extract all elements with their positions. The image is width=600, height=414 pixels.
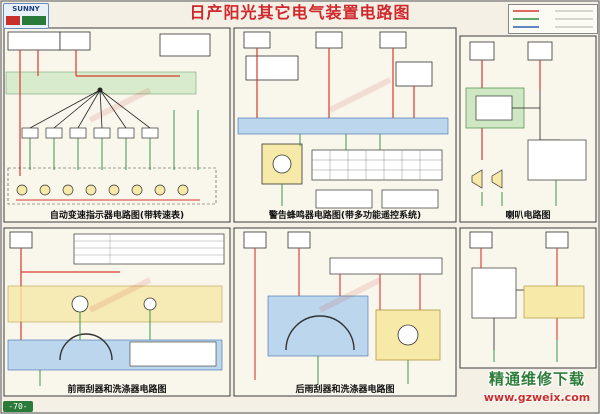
connector-pinout <box>311 149 443 181</box>
wire-legend <box>508 4 598 34</box>
fuse-block <box>315 31 343 49</box>
washer-motor-icon <box>143 297 157 311</box>
fuse-block <box>9 231 33 249</box>
horn-icon <box>471 169 503 189</box>
motor-icon <box>397 324 419 346</box>
panel-front-wiper <box>3 227 231 397</box>
caption-rear-wiper: 后雨刮器和洗涤器电路图 <box>295 385 395 395</box>
brand-name: SUNNY <box>12 5 40 13</box>
relay-row <box>329 257 443 275</box>
fuse-block <box>287 231 311 249</box>
relay-block <box>395 61 433 87</box>
caption-front-wiper: 前雨刮器和洗涤器电路图 <box>67 385 167 395</box>
pinout-grid <box>312 150 442 180</box>
ground-wire <box>317 356 409 384</box>
watermark-site-name: 精通维修下载 <box>488 370 585 388</box>
power-wire <box>254 248 421 380</box>
panel-warning-buzzer <box>233 27 457 223</box>
combination-switch <box>527 139 587 181</box>
panel-border <box>459 35 597 223</box>
ground-wire <box>39 310 151 386</box>
wiper-motor-icon <box>71 295 89 313</box>
watermark-url: www.gzweix.com <box>483 391 591 404</box>
fuse-block <box>545 231 569 249</box>
caption-auto-transmission: 自动变速指示器电路图(带转速表) <box>49 211 185 221</box>
switch-unit <box>523 285 585 319</box>
relay-block <box>471 267 517 319</box>
door-switch-block <box>315 189 373 209</box>
legend-swatches <box>513 10 593 28</box>
badge-stripe-green <box>22 16 46 25</box>
caption-horn: 喇叭电路图 <box>505 211 551 221</box>
fuse-block <box>243 31 271 49</box>
combination-meter-area <box>5 71 197 95</box>
fuse-block <box>243 231 267 249</box>
wiper-switch-table <box>73 233 225 265</box>
power-wire <box>19 50 180 176</box>
wiper-arc-icon <box>59 333 113 361</box>
fuse-block <box>469 231 493 249</box>
caption-warning-buzzer: 警告蜂鸣器电路图(带多功能遥控系统) <box>268 211 422 221</box>
relay-block <box>159 33 211 57</box>
ground-wire <box>481 180 557 206</box>
ground-wire <box>29 110 199 170</box>
switch-unit <box>245 55 299 81</box>
watermark-stripes <box>88 77 392 313</box>
fuse-block <box>7 31 61 51</box>
fuse-block <box>527 41 553 61</box>
fuse-block <box>59 31 91 51</box>
panel-rear-washer <box>459 227 597 369</box>
table-grid <box>74 234 224 264</box>
buzzer-module-highlight <box>237 117 449 135</box>
wiper-switch-highlight <box>267 295 369 357</box>
signal-wire <box>29 89 151 129</box>
power-wire <box>256 48 415 130</box>
panel-horn <box>459 35 597 223</box>
ground-wire <box>493 340 558 362</box>
fuse-block <box>469 41 495 61</box>
indicator-lamps <box>16 184 189 196</box>
page-title: 日产阳光其它电气装置电路图 <box>189 3 411 22</box>
wiper-switch-highlight <box>7 285 223 323</box>
site-watermark: 精通维修下载 www.gzweix.com <box>478 368 596 408</box>
rear-wiper-arc-icon <box>285 315 355 351</box>
panel-rear-wiper <box>233 227 457 397</box>
connector-table <box>129 341 217 367</box>
fuse-block <box>379 31 407 49</box>
panel-auto-transmission <box>3 27 231 223</box>
page-number: -70- <box>3 401 33 412</box>
buzzer-symbol <box>272 154 292 174</box>
badge-stripe-red <box>6 16 20 25</box>
junction <box>97 87 103 93</box>
ground-wire <box>281 134 381 206</box>
door-switch-block <box>381 189 439 209</box>
brand-badge: SUNNY <box>3 3 49 29</box>
horn-relay <box>475 95 513 121</box>
